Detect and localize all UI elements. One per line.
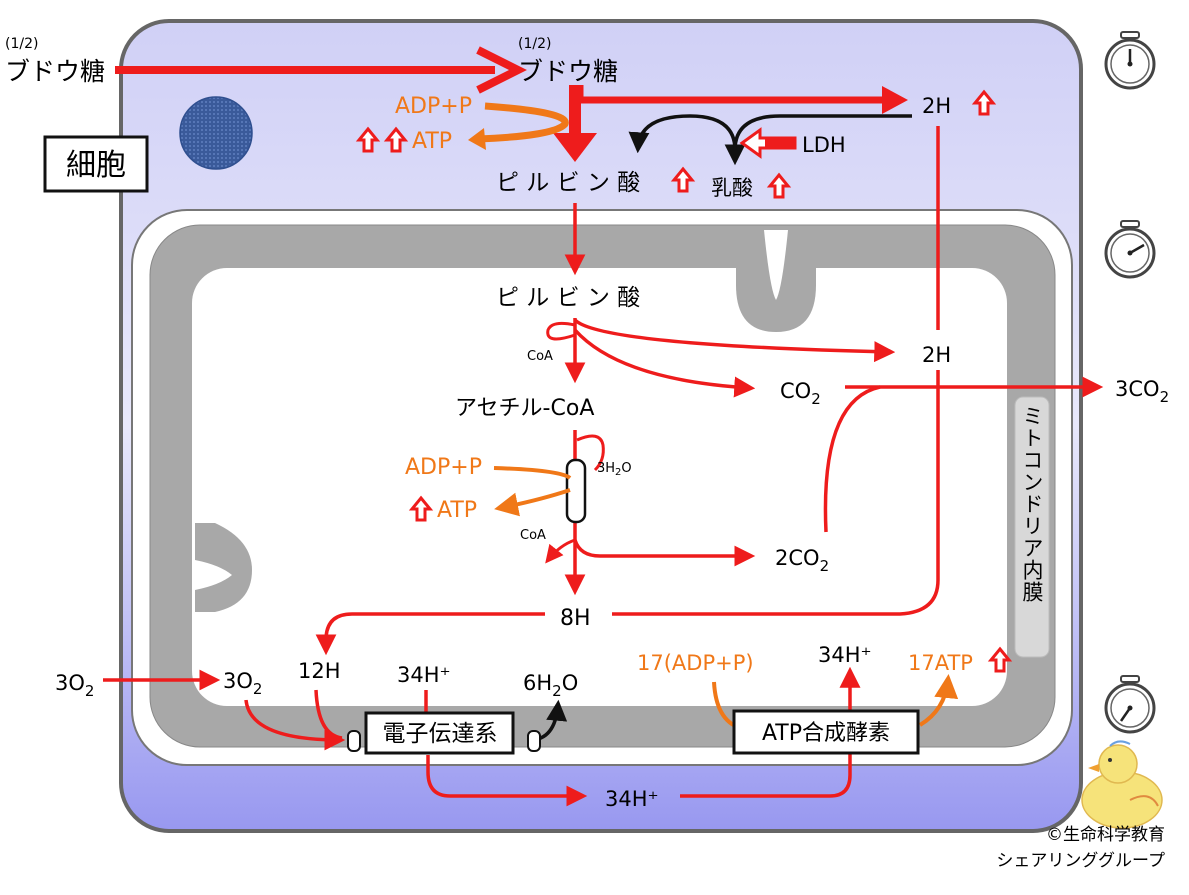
h2-mid: 2H	[922, 343, 951, 367]
co2-out: 3CO2	[1115, 377, 1169, 406]
glucose-cell: ブドウ糖	[518, 57, 618, 86]
atp-mid: ATP	[437, 498, 477, 523]
nucleus-icon	[179, 96, 253, 170]
coa-2: CoA	[520, 528, 546, 543]
coa-1: CoA	[527, 349, 553, 364]
cell-label: 細胞	[66, 148, 126, 183]
crista-left	[195, 523, 252, 612]
crista-left-inner	[195, 560, 232, 590]
co2: CO2	[780, 379, 821, 408]
lactate: 乳酸	[711, 176, 753, 200]
h34-c: 34H⁺	[605, 787, 659, 811]
etc-label: 電子伝達系	[383, 721, 498, 747]
o2-out: 3O2	[55, 671, 94, 700]
atp-synthase-box	[732, 709, 920, 755]
credit-line-2: シェアリンググループ	[996, 851, 1165, 871]
ldh: LDH	[802, 133, 846, 157]
h2o-3: 3H2O	[597, 461, 632, 478]
h12: 12H	[298, 659, 341, 683]
mitochondria-matrix	[192, 268, 1007, 706]
pyruvate-cyto: ピ ル ビ ン 酸	[496, 170, 640, 196]
credit-line-1: ©生命科学教育	[1046, 825, 1165, 845]
h8: 8H	[560, 606, 591, 631]
adp-p-top: ADP+P	[395, 94, 472, 119]
glucose-outside: ブドウ糖	[5, 57, 105, 86]
atp-synthase-label: ATP合成酵素	[762, 721, 890, 746]
acetyl-coa: アセチル-CoA	[455, 396, 594, 421]
h34-a: 34H⁺	[397, 663, 451, 687]
etc-box	[364, 711, 515, 755]
chick-illustration	[1081, 740, 1163, 829]
h2o-6: 6H2O	[523, 671, 578, 700]
cell-label-box	[43, 135, 149, 193]
h34-b: 34H⁺	[818, 643, 872, 667]
membrane-label: ミトコンドリア内膜	[1020, 405, 1044, 603]
glucose-outside-ratio: (1/2)	[5, 36, 38, 52]
pyruvate-mito: ピ ル ビ ン 酸	[496, 285, 640, 311]
h2-top: 2H	[922, 94, 951, 118]
atp-top: ATP	[412, 129, 452, 154]
glucose-cell-ratio: (1/2)	[518, 36, 551, 52]
atp-17: 17ATP	[908, 651, 973, 675]
adp-17: 17(ADP+P)	[637, 651, 754, 675]
crista-top-inner	[764, 230, 788, 300]
co2-2: 2CO2	[775, 546, 829, 575]
o2-in: 3O2	[223, 669, 262, 698]
stopwatch-icon	[1104, 219, 1156, 279]
adp-p-mid: ADP+P	[405, 455, 482, 480]
membrane-label-box	[1014, 396, 1050, 658]
stopwatch-icon	[1104, 674, 1156, 734]
